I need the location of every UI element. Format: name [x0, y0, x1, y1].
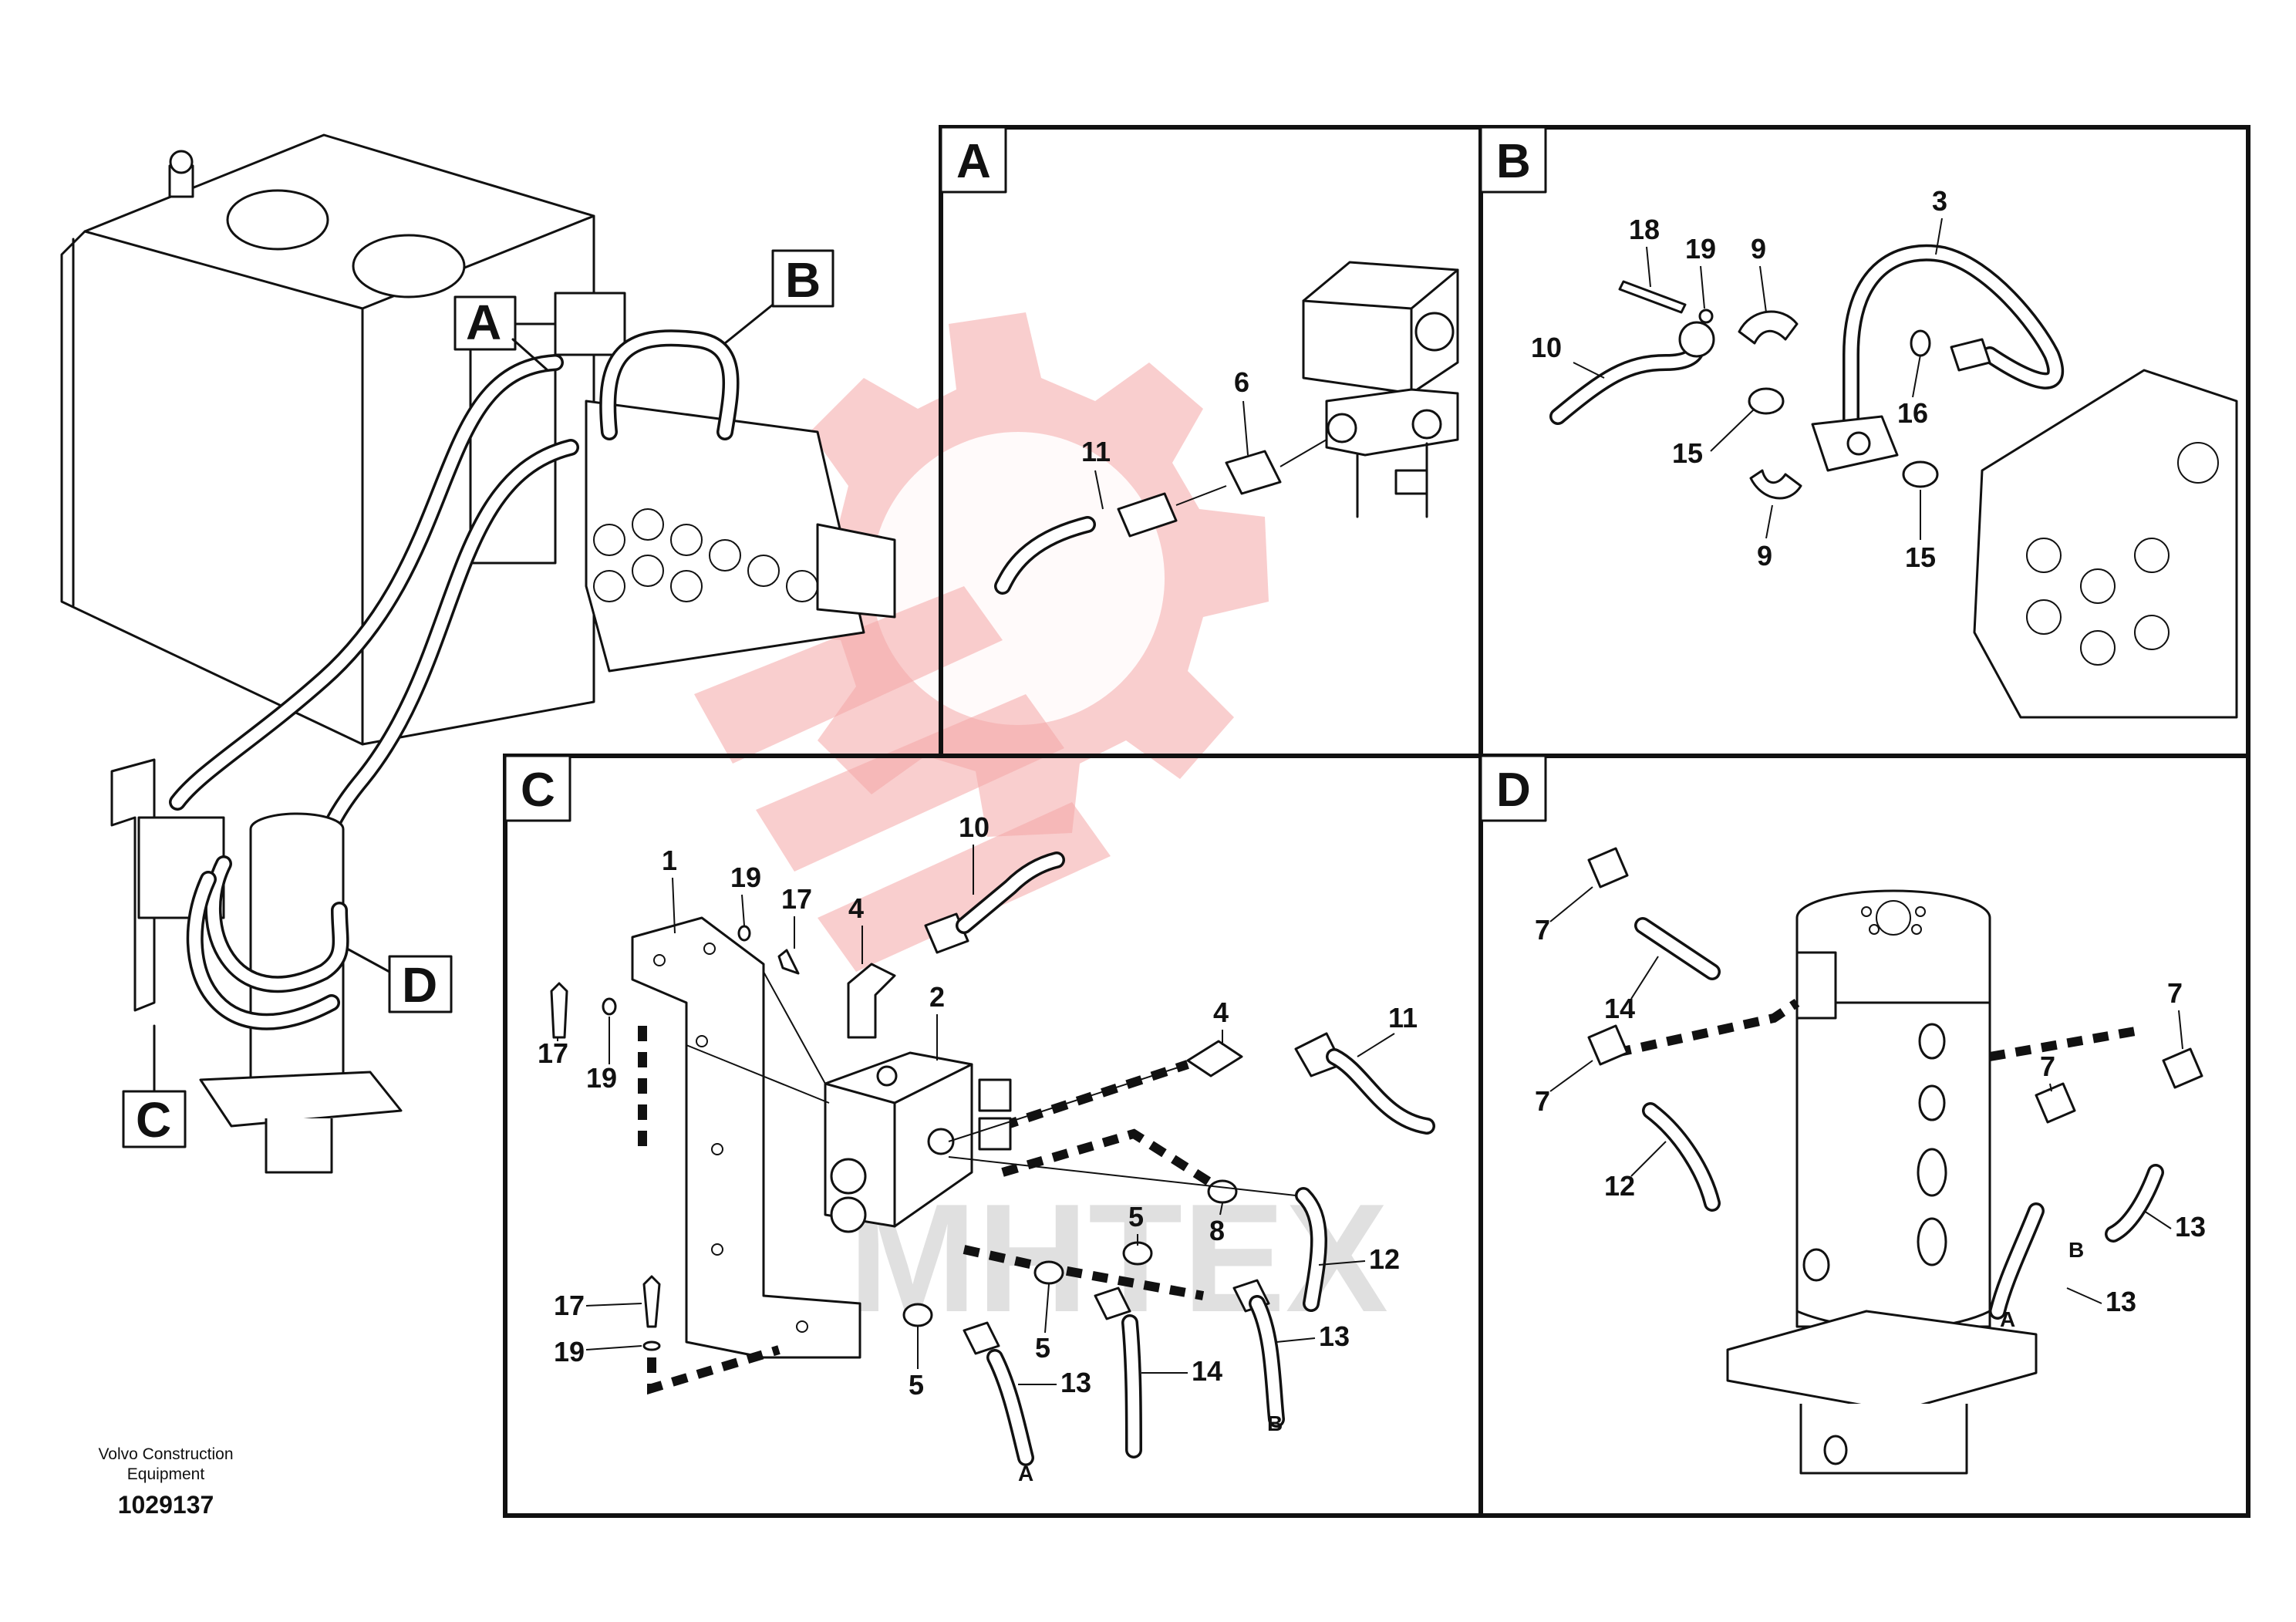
footer-brand-line1: Volvo Construction [98, 1445, 233, 1463]
overview-assembly [60, 133, 896, 1174]
panel-B-label-15-right: 15 [1905, 541, 1936, 573]
panel-C-letter: C [521, 764, 555, 817]
panel-C-label-8: 8 [1209, 1215, 1225, 1246]
panel-B-label-9-bottom: 9 [1757, 540, 1772, 572]
drawing-number: 1029137 [118, 1491, 214, 1519]
panel-C-label-13-left: 13 [1060, 1367, 1091, 1398]
panel-C-label-5-a: 5 [1128, 1201, 1144, 1233]
panel-C-label-14: 14 [1192, 1355, 1222, 1387]
callout-B[interactable]: B [723, 249, 834, 345]
panel-D-label-7-a: 7 [1535, 914, 1550, 946]
callout-D[interactable]: D [346, 947, 453, 1013]
panel-C-label-17-top: 17 [781, 883, 812, 915]
panel-B: B 18 19 9 3 [1478, 125, 2250, 758]
panel-B-letter: B [1496, 135, 1531, 188]
panel-D-label-7-d: 7 [2167, 977, 2183, 1009]
panel-C-label-5-b: 5 [1035, 1332, 1050, 1364]
callout-A-label: A [466, 295, 501, 350]
panel-D-label-7-c: 7 [2040, 1050, 2055, 1082]
panel-A-letter: A [956, 135, 991, 188]
callout-C[interactable]: C [122, 1024, 187, 1148]
panel-D: D 7 [1478, 754, 2250, 1518]
panel-C-label-4-right: 4 [1213, 996, 1229, 1028]
callout-A[interactable]: A [453, 295, 549, 372]
panel-C-label-12: 12 [1369, 1243, 1400, 1275]
panel-D-label-13-a: 13 [2106, 1286, 2136, 1317]
panel-C-label-10: 10 [959, 811, 990, 843]
panel-C-label-13-right: 13 [1319, 1320, 1350, 1352]
panel-D-letter: D [1496, 764, 1531, 817]
panel-B-label-10: 10 [1531, 332, 1562, 363]
panel-B-label-18: 18 [1629, 214, 1660, 245]
panel-A-label-6: 6 [1234, 366, 1249, 398]
callout-B-label: B [785, 252, 821, 308]
panel-B-label-15-left: 15 [1672, 437, 1703, 469]
panel-B-label-3: 3 [1932, 185, 1947, 217]
panel-C-label-2: 2 [929, 981, 945, 1013]
panel-C-label-19-top: 19 [730, 862, 761, 893]
panel-C-label-11: 11 [1388, 1002, 1418, 1034]
panel-C-label-17-bottom: 17 [554, 1290, 585, 1321]
panel-C-label-19-left: 19 [586, 1062, 617, 1094]
panel-B-label-16: 16 [1897, 397, 1928, 429]
panel-B-label-19: 19 [1685, 233, 1716, 265]
panel-C-label-1: 1 [662, 845, 677, 876]
panel-D-port-B: B [2068, 1238, 2084, 1262]
callout-C-label: C [136, 1092, 171, 1148]
panel-C-port-B: B [1267, 1411, 1283, 1435]
panel-C-label-17-left: 17 [538, 1037, 568, 1069]
panel-B-label-9-top: 9 [1751, 233, 1766, 265]
panel-C-label-19-bottom: 19 [554, 1336, 585, 1367]
callout-D-label: D [402, 957, 437, 1013]
panel-D-label-14: 14 [1604, 993, 1635, 1024]
panel-C-label-4-top: 4 [848, 892, 864, 924]
panel-A-label-11: 11 [1081, 436, 1111, 467]
panel-D-label-13-b: 13 [2175, 1211, 2206, 1243]
panel-C-port-A: A [1018, 1462, 1033, 1485]
panel-C-label-5-c: 5 [909, 1369, 924, 1401]
panel-C: C [503, 754, 1483, 1518]
panel-D-label-7-b: 7 [1535, 1085, 1550, 1117]
footer-brand-line2: Equipment [127, 1465, 205, 1483]
panel-D-port-A: A [2000, 1307, 2015, 1331]
panel-D-label-12: 12 [1604, 1170, 1635, 1202]
